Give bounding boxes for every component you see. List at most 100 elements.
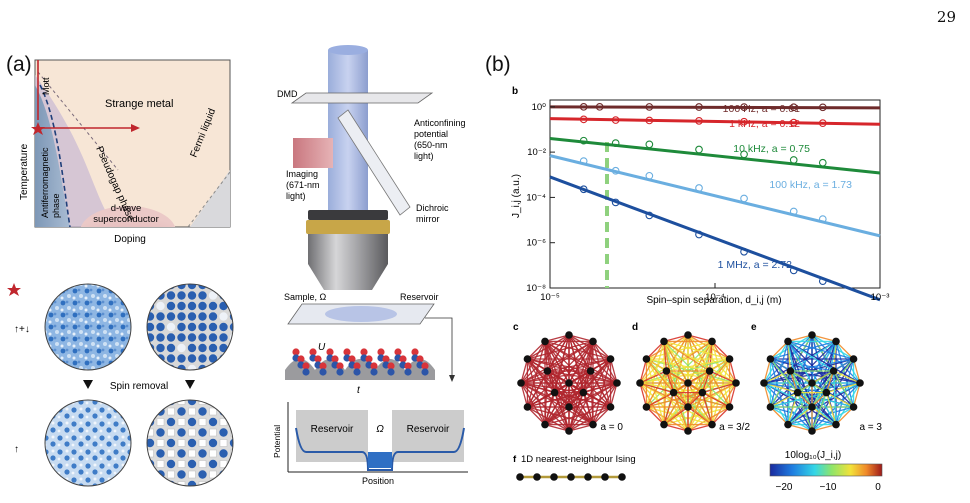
data-point bbox=[789, 207, 798, 216]
lattice-site bbox=[156, 428, 165, 437]
potential-plot: Reservoir Ω Reservoir Potential Position bbox=[272, 402, 468, 486]
series-2: 10 kHz, a = 0.75 bbox=[549, 136, 881, 175]
data-point bbox=[695, 184, 703, 192]
graph-edge bbox=[646, 392, 674, 408]
graph-edge bbox=[769, 406, 789, 426]
lattice-site bbox=[166, 343, 176, 353]
graph-edge bbox=[568, 370, 592, 408]
lattice-site bbox=[198, 291, 207, 300]
t-label: t bbox=[357, 385, 361, 396]
graph-node bbox=[725, 403, 734, 411]
arrow-down-right-icon bbox=[185, 380, 195, 389]
lattice-site bbox=[166, 417, 176, 427]
graph-edge bbox=[520, 382, 570, 408]
graph-node bbox=[586, 367, 595, 375]
graph-edge bbox=[526, 340, 546, 360]
lattice-site bbox=[156, 364, 165, 370]
graph-edge bbox=[709, 370, 731, 408]
lattice-site bbox=[219, 322, 228, 332]
imaging-label-1: Imaging bbox=[286, 169, 318, 179]
spin-both-label: ↑+↓ bbox=[14, 324, 30, 335]
lattice-site bbox=[229, 438, 233, 448]
graph-node bbox=[832, 337, 840, 346]
graph-node bbox=[708, 420, 716, 429]
graph-node bbox=[613, 379, 621, 387]
graph-edge bbox=[544, 341, 570, 408]
graph-edge bbox=[547, 370, 618, 384]
empty-site bbox=[177, 460, 186, 468]
graph-node bbox=[849, 355, 858, 363]
lattice-site bbox=[198, 333, 207, 342]
graph-node bbox=[517, 379, 525, 387]
graph-edge bbox=[639, 382, 674, 394]
series-1: 1 kHz, a = 0.12 bbox=[549, 115, 881, 130]
lattice-site bbox=[156, 284, 165, 290]
lattice-site bbox=[147, 354, 155, 363]
graph-edge bbox=[583, 392, 611, 408]
data-point bbox=[611, 116, 620, 124]
empty-site bbox=[219, 418, 228, 426]
graph-edge bbox=[544, 341, 584, 393]
lattice-site bbox=[198, 354, 207, 363]
lattice-site bbox=[187, 480, 197, 486]
potential-curve bbox=[295, 427, 465, 471]
dichroic-label-2: mirror bbox=[416, 214, 440, 224]
lattice-site bbox=[219, 470, 228, 479]
lattice-site bbox=[166, 354, 176, 363]
lattice-site bbox=[156, 301, 165, 311]
graph-node bbox=[606, 403, 615, 411]
graph-edge bbox=[547, 358, 611, 372]
anticonf-label-3: (650-nm bbox=[414, 140, 448, 150]
atom-spin-up bbox=[336, 362, 344, 370]
series-line bbox=[549, 154, 881, 238]
graph-node bbox=[541, 420, 549, 429]
x-axis-label: Spin–spin separation, d_i,j (m) bbox=[646, 295, 781, 306]
empty-site bbox=[230, 407, 233, 416]
atom-spin-down bbox=[353, 368, 361, 376]
graph-node bbox=[784, 420, 792, 429]
graph-edge bbox=[639, 382, 648, 408]
data-point bbox=[695, 145, 703, 154]
series-label: 100 kHz, a = 1.73 bbox=[769, 179, 852, 191]
graph-edge bbox=[609, 358, 618, 384]
anticonf-label-1: Anticonfining bbox=[414, 118, 466, 128]
lattice-site bbox=[187, 291, 197, 300]
lattice-model-removed bbox=[147, 400, 233, 486]
graph-node bbox=[832, 420, 840, 429]
graph-edge bbox=[663, 340, 710, 372]
atom-spin-up bbox=[331, 355, 339, 363]
lattice-site bbox=[156, 322, 165, 332]
graph-node bbox=[808, 403, 816, 411]
panel-b-label: (b) bbox=[485, 53, 511, 76]
graph-edge bbox=[852, 382, 861, 408]
empty-site bbox=[156, 481, 165, 486]
potential-axis-label: Potential bbox=[272, 425, 282, 458]
graph-node bbox=[732, 379, 740, 387]
lattice-atoms bbox=[292, 348, 429, 376]
graph-edge bbox=[763, 382, 772, 408]
chain-node bbox=[584, 473, 592, 481]
graph-node bbox=[760, 379, 768, 387]
graph-edge bbox=[526, 370, 548, 408]
ising-chain-label: 1D nearest-neighbour Ising bbox=[521, 454, 636, 465]
imaging-label-3: light) bbox=[286, 191, 306, 201]
graph-node bbox=[565, 331, 573, 339]
graph-node bbox=[523, 403, 532, 411]
graph-node bbox=[550, 388, 559, 397]
imaging-beam bbox=[293, 138, 333, 168]
graph-edge bbox=[835, 340, 855, 360]
graph-edge bbox=[811, 392, 828, 432]
graph-node bbox=[606, 355, 615, 363]
lattice-site bbox=[229, 301, 233, 311]
empty-site bbox=[167, 407, 175, 416]
reservoir-left-label: Reservoir bbox=[311, 424, 354, 435]
sc-label-1: d-wave bbox=[111, 203, 142, 214]
graph-edge bbox=[711, 406, 731, 426]
empty-site bbox=[219, 439, 228, 447]
lattice-site bbox=[177, 470, 186, 479]
series-label: 1 MHz, a = 2.72 bbox=[718, 259, 793, 271]
a3-label: a = 3 bbox=[859, 422, 882, 433]
graph-edge bbox=[787, 340, 855, 408]
lattice-site bbox=[147, 291, 155, 300]
empty-site bbox=[198, 418, 207, 426]
